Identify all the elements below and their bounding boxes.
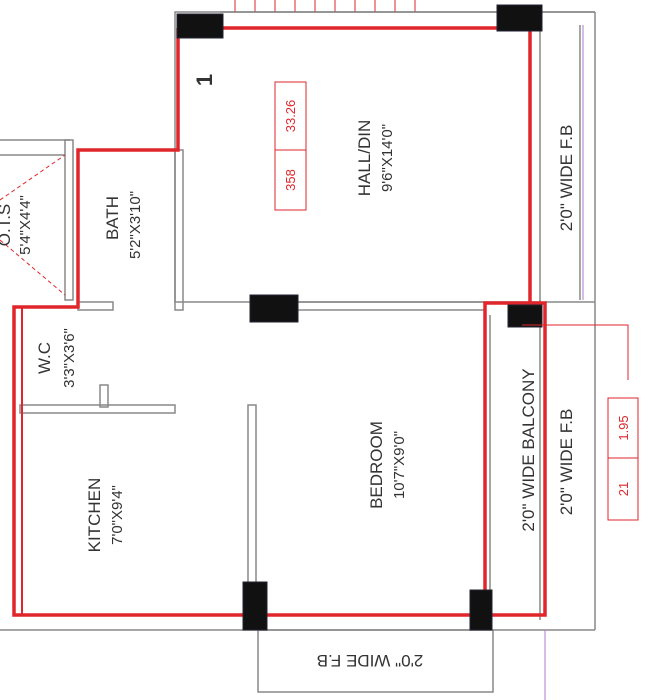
hall-area-sqft: 358 (283, 169, 298, 191)
hall-area-box: 33.26 358 (274, 81, 307, 211)
walls (0, 11, 596, 700)
balcony-area-sqft: 21 (616, 482, 631, 496)
hall-area-sqm: 33.26 (283, 100, 298, 133)
hall-size: 9'6"X14'0" (379, 124, 396, 192)
kitchen-label: KITCHEN (85, 478, 104, 553)
ots-label: O.T.S (0, 204, 14, 247)
fb-right-bottom-label: 2'0" WIDE F.B (557, 409, 576, 516)
wc-label: W.C (35, 342, 54, 374)
bath-label: BATH (103, 196, 122, 240)
wc-size: 3'3"X3'6" (61, 328, 78, 388)
fb-right-top-label: 2'0" WIDE F.B (557, 125, 576, 232)
fb-bottom-label: 2'0" WIDE F.B (317, 651, 424, 670)
balcony-area-sqm: 1.95 (616, 415, 631, 440)
hall-label: HALL/DIN (355, 120, 374, 197)
ots-size: 5'4"X4'4" (17, 195, 34, 255)
bedroom-size: 10'7"X9'0" (391, 431, 408, 499)
kitchen-size: 7'0"X9'4" (109, 485, 126, 545)
bedroom-label: BEDROOM (367, 421, 386, 509)
columns (176, 4, 543, 631)
unit-number: 1 (192, 74, 217, 86)
balcony-label: 2'0" WIDE BALCONY (519, 368, 538, 531)
ots-cross (0, 154, 66, 296)
balcony-area-box: 1.95 21 (522, 324, 639, 521)
bath-size: 5'2"X3'10" (127, 191, 144, 259)
